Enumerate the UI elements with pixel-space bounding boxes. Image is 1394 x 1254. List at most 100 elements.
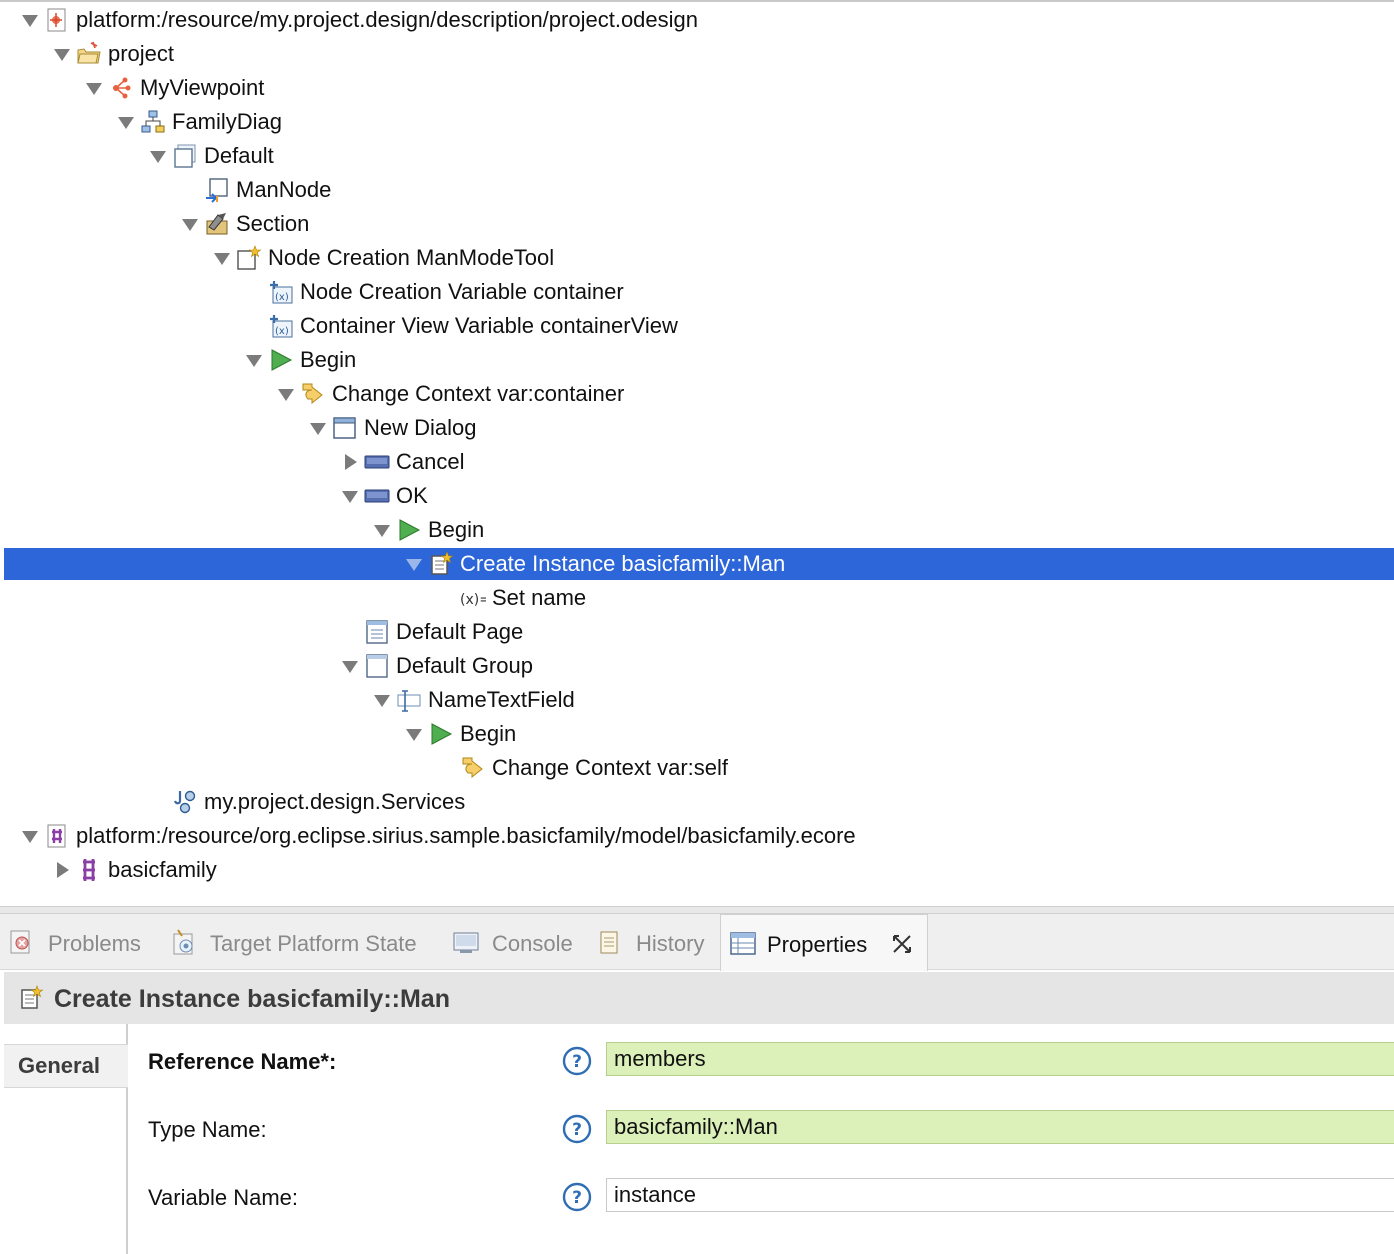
tree-item-begin[interactable]: Begin: [4, 718, 1394, 750]
collapse-arrow-icon[interactable]: [372, 520, 392, 540]
panel-sash[interactable]: [0, 906, 1394, 914]
text-field-icon: [396, 687, 422, 713]
collapse-arrow-icon[interactable]: [404, 554, 424, 574]
help-icon[interactable]: ?: [562, 1182, 592, 1212]
tree-item-label: Begin: [300, 347, 357, 372]
tree-item-default-group[interactable]: Default Group: [4, 650, 1394, 682]
tree-item-platform-resource-org-eclipse-sirius-sample-basicfamily-model-basicfamily-ecore[interactable]: platform:/resource/org.eclipse.sirius.sa…: [4, 820, 1394, 852]
tree-item-change-context-var-container[interactable]: Change Context var:container: [4, 378, 1394, 410]
help-icon[interactable]: ?: [562, 1046, 592, 1076]
properties-header: Create Instance basicfamily::Man: [4, 972, 1394, 1024]
collapse-arrow-icon[interactable]: [116, 112, 136, 132]
side-tab-general[interactable]: General: [4, 1044, 128, 1088]
tab-console[interactable]: Console: [452, 914, 584, 970]
java-extension-icon: [172, 789, 198, 815]
create-instance-icon: [428, 551, 454, 577]
collapse-arrow-icon[interactable]: [20, 826, 40, 846]
tree-item-label: Default: [204, 143, 274, 168]
tree-item-project[interactable]: project: [4, 38, 1394, 70]
tree-item-platform-resource-my-project-design-description-project-odesign[interactable]: platform:/resource/my.project.design/des…: [4, 4, 1394, 36]
tree-item-node-creation-manmodetool[interactable]: Node Creation ManModeTool: [4, 242, 1394, 274]
tree-item-section[interactable]: Section: [4, 208, 1394, 240]
collapse-arrow-icon[interactable]: [340, 656, 360, 676]
help-icon[interactable]: ?: [562, 1114, 592, 1144]
tab-properties[interactable]: Properties: [720, 914, 928, 971]
tree-item-set-name[interactable]: (x)=Set name: [4, 582, 1394, 614]
node-mapping-icon: [204, 177, 230, 203]
type-name-field[interactable]: [606, 1110, 1394, 1144]
begin-icon: [268, 347, 294, 373]
tab-target-platform-state[interactable]: Target Platform State: [170, 914, 440, 970]
collapse-arrow-icon[interactable]: [148, 146, 168, 166]
tree-item-new-dialog[interactable]: New Dialog: [4, 412, 1394, 444]
property-label: Variable Name:: [148, 1185, 298, 1210]
tree-item-label: Create Instance basicfamily::Man: [460, 551, 786, 576]
collapse-arrow-icon[interactable]: [84, 78, 104, 98]
tree-item-label: Node Creation Variable container: [300, 279, 624, 304]
tree-item-node-creation-variable-container[interactable]: (x) Node Creation Variable container: [4, 276, 1394, 308]
model-explorer-tree[interactable]: platform:/resource/my.project.design/des…: [0, 0, 1394, 906]
side-tab-label: General: [18, 1053, 100, 1078]
tree-item-label: Begin: [428, 517, 485, 542]
collapse-arrow-icon[interactable]: [340, 486, 360, 506]
tree-item-basicfamily[interactable]: basicfamily: [4, 854, 1394, 886]
begin-icon: [396, 517, 422, 543]
tree-item-label: FamilyDiag: [172, 109, 283, 134]
tree-item-label: MyViewpoint: [140, 75, 265, 100]
odesign-file-icon: [44, 7, 70, 33]
collapse-arrow-icon[interactable]: [372, 690, 392, 710]
collapse-arrow-icon[interactable]: [20, 10, 40, 30]
tree-item-label: Cancel: [396, 449, 465, 474]
set-value-icon: (x)=: [460, 585, 491, 611]
diagram-icon: [140, 109, 166, 135]
tree-item-label: platform:/resource/org.eclipse.sirius.sa…: [76, 823, 856, 848]
tree-item-default-page[interactable]: Default Page: [4, 616, 1394, 648]
tree-item-label: my.project.design.Services: [204, 789, 466, 814]
tree-item-mannode[interactable]: ManNode: [4, 174, 1394, 206]
tree-item-familydiag[interactable]: FamilyDiag: [4, 106, 1394, 138]
collapse-arrow-icon[interactable]: [212, 248, 232, 268]
tab-history[interactable]: History: [596, 914, 708, 970]
svg-text:?: ?: [572, 1188, 582, 1208]
tree-item-label: OK: [396, 483, 428, 508]
tree-item-label: Begin: [460, 721, 517, 746]
collapse-arrow-icon[interactable]: [180, 214, 200, 234]
svg-text:(x)=: (x)=: [460, 592, 486, 608]
tree-item-change-context-var-self[interactable]: Change Context var:self: [4, 752, 1394, 784]
button-icon: [364, 483, 390, 509]
page-icon: [364, 619, 390, 645]
reference-name-field[interactable]: [606, 1042, 1394, 1076]
collapse-arrow-icon[interactable]: [52, 44, 72, 64]
tree-item-label: Change Context var:container: [332, 381, 625, 406]
collapse-arrow-icon[interactable]: [276, 384, 296, 404]
tree-item-nametextfield[interactable]: NameTextField: [4, 684, 1394, 716]
properties-title: Create Instance basicfamily::Man: [54, 985, 450, 1013]
tree-item-ok[interactable]: OK: [4, 480, 1394, 512]
target-platform-icon: [170, 928, 198, 956]
expand-arrow-icon[interactable]: [52, 860, 72, 880]
tree-item-label: Section: [236, 211, 310, 236]
collapse-arrow-icon[interactable]: [404, 724, 424, 744]
variable-name-field[interactable]: [606, 1178, 1394, 1212]
ecore-file-icon: [44, 823, 70, 849]
tree-item-myviewpoint[interactable]: MyViewpoint: [4, 72, 1394, 104]
property-label: Type Name:: [148, 1117, 267, 1142]
collapse-arrow-icon[interactable]: [308, 418, 328, 438]
collapse-arrow-icon[interactable]: [244, 350, 264, 370]
tree-item-cancel[interactable]: Cancel: [4, 446, 1394, 478]
tree-item-begin[interactable]: Begin: [4, 344, 1394, 376]
expand-arrow-icon[interactable]: [340, 452, 360, 472]
folder-icon: [76, 41, 102, 67]
tree-item-default[interactable]: Default: [4, 140, 1394, 172]
tree-item-my-project-design-services[interactable]: my.project.design.Services: [4, 786, 1394, 818]
tree-item-container-view-variable-containerview[interactable]: (x)Container View Variable containerView: [4, 310, 1394, 342]
tree-item-create-instance-basicfamily-man[interactable]: Create Instance basicfamily::Man: [4, 548, 1394, 580]
tree-item-begin[interactable]: Begin: [4, 514, 1394, 546]
close-icon[interactable]: [889, 931, 915, 957]
variable-icon: (x): [268, 313, 294, 339]
svg-text:(x): (x): [275, 292, 289, 303]
property-row-type-name: Type Name:?: [0, 1110, 1394, 1150]
viewpoint-icon: [108, 75, 134, 101]
tab-problems[interactable]: Problems: [8, 914, 158, 970]
